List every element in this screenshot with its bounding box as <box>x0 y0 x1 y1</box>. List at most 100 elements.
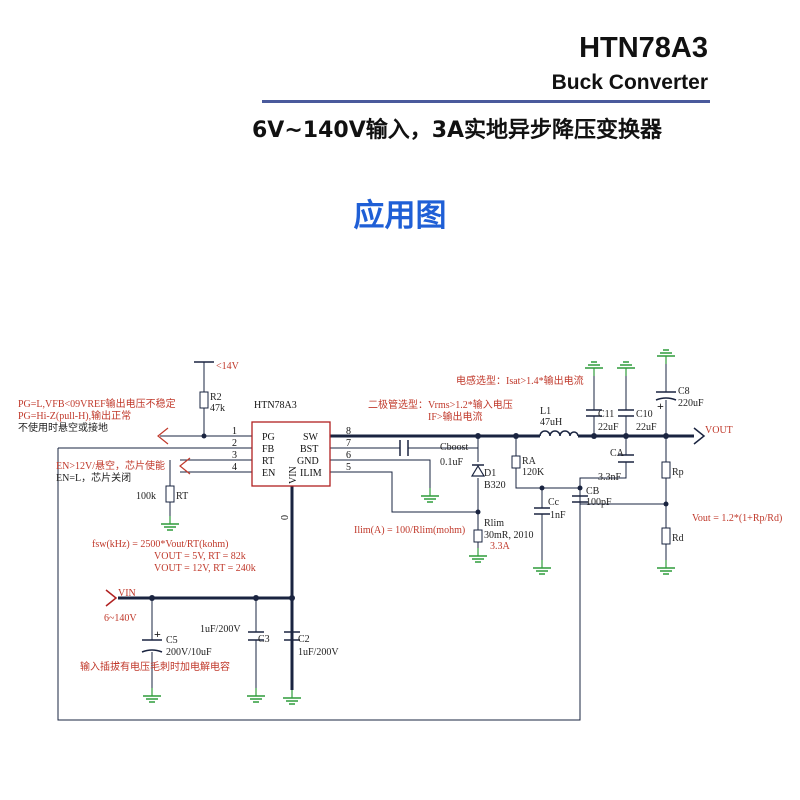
ca-name: CA <box>610 448 625 459</box>
pin-num-4: 4 <box>232 462 237 473</box>
ground-icon <box>142 687 162 703</box>
ground-icon <box>160 515 180 531</box>
cc-value: 1nF <box>550 510 566 521</box>
pin-label-pg: PG <box>262 432 275 443</box>
rlim-value-1: 30mR, 2010 <box>484 530 533 541</box>
ground-icon <box>656 559 676 575</box>
cboost-name: Cboost <box>440 442 469 453</box>
rail-14v-label: <14V <box>216 361 240 372</box>
ground-icon <box>532 559 552 575</box>
pin-num-1: 1 <box>232 426 237 437</box>
ground-icon <box>282 689 302 705</box>
vout-label: VOUT <box>705 425 733 436</box>
junction-dots <box>149 433 669 601</box>
pin-num-7: 7 <box>346 438 351 449</box>
ra-value: 120K <box>522 467 545 478</box>
vin-port-range: 6~140V <box>104 613 137 624</box>
en-note-1: EN>12V/悬空，芯片使能 <box>56 459 165 472</box>
d1-name: D1 <box>484 468 496 479</box>
pin-num-2: 2 <box>232 438 237 449</box>
ca-value: 3.3nF <box>598 472 622 483</box>
cboost-value: 0.1uF <box>440 457 464 468</box>
en-arrow-icon <box>179 457 191 475</box>
c11-name: C11 <box>598 409 614 420</box>
wires-bus <box>118 434 694 690</box>
pin-label-rt: RT <box>262 456 274 467</box>
header-rule <box>262 100 710 103</box>
vout-arrow-icon <box>693 427 706 445</box>
ilim-formula: Ilim(A) = 100/Rlim(mohm) <box>354 525 465 536</box>
c5-name: C5 <box>166 635 178 646</box>
r2-value: 47k <box>210 403 225 414</box>
section-title: 应用图 <box>353 198 447 234</box>
cb-name: CB <box>586 486 600 497</box>
d1-value: B320 <box>484 480 506 491</box>
pin-label-bst: BST <box>300 444 318 455</box>
en-note-2: EN=L，芯片关闭 <box>56 471 131 484</box>
rt-resistor <box>165 485 175 503</box>
c11-value: 22uF <box>598 422 619 433</box>
l1-value: 47uH <box>540 417 562 428</box>
cc-name: Cc <box>548 497 560 508</box>
spec-line: 6V~140V输入，3A实地异步降压变换器 <box>252 118 663 143</box>
rt-name: RT <box>176 491 188 502</box>
pg-arrow-icon <box>157 427 169 445</box>
rt-value: 100k <box>136 491 156 502</box>
ic-name: HTN78A3 <box>254 400 297 411</box>
r2-name: R2 <box>210 392 222 403</box>
rlim-resistor <box>473 529 483 543</box>
ground-icon <box>420 487 440 503</box>
c10-value: 22uF <box>636 422 657 433</box>
r2-resistor <box>199 391 209 409</box>
fsw-note-2: VOUT = 5V, RT = 82k <box>154 551 246 562</box>
pg-note-2: PG=Hi-Z(pull-H),输出正常 <box>18 409 131 422</box>
pin-label-gnd: GND <box>297 456 319 467</box>
rd-name: Rd <box>672 533 684 544</box>
pin-label-vin: VIN <box>288 466 299 484</box>
rlim-name: Rlim <box>484 518 504 529</box>
ground-icon <box>246 687 266 703</box>
pin-num-vin: 0 <box>280 515 291 520</box>
cb-value: 100pF <box>586 497 612 508</box>
ra-name: RA <box>522 456 537 467</box>
d1-diode-icon <box>470 464 486 477</box>
c5-note: 输入插拔有电压毛刺时加电解电容 <box>80 660 230 673</box>
pin-num-3: 3 <box>232 450 237 461</box>
inductor-note: 电感选型：Isat>1.4*输出电流 <box>456 374 584 387</box>
pin-num-6: 6 <box>346 450 351 461</box>
diode-note-2: IF>输出电流 <box>428 410 483 423</box>
ground-icon <box>468 547 488 563</box>
ground-icon <box>584 361 604 377</box>
c2-value: 1uF/200V <box>298 647 339 658</box>
pg-note-1: PG=L,VFB<09VREF输出电压不稳定 <box>18 397 176 410</box>
rp-resistor <box>661 461 671 479</box>
c8-name: C8 <box>678 386 690 397</box>
c10-name: C10 <box>636 409 653 420</box>
c8-plus-icon: + <box>657 399 664 413</box>
rp-name: Rp <box>672 467 684 478</box>
c3-name: C3 <box>258 634 270 645</box>
pin-label-ilim: ILIM <box>300 468 322 479</box>
ra-resistor <box>511 455 521 469</box>
c2-name: C2 <box>298 634 310 645</box>
fsw-note-3: VOUT = 12V, RT = 240k <box>154 563 256 574</box>
l1-inductor-icon <box>539 430 579 437</box>
rd-resistor <box>661 527 671 545</box>
l1-name: L1 <box>540 406 551 417</box>
diode-note-1: 二极管选型：Vrms>1.2*输入电压 <box>368 398 513 411</box>
pin-num-8: 8 <box>346 426 351 437</box>
vout-formula: Vout = 1.2*(1+Rp/Rd) <box>692 513 782 524</box>
vin-port-name: VIN <box>118 588 136 599</box>
ic-left-pins: PG FB RT EN 1 2 3 4 <box>232 426 275 479</box>
pin-label-fb: FB <box>262 444 275 455</box>
ground-icon <box>656 349 676 365</box>
c5-value: 200V/10uF <box>166 647 212 658</box>
ic-right-pins: SW BST GND ILIM 8 7 6 5 <box>297 426 351 479</box>
pin-label-en: EN <box>262 468 275 479</box>
ground-icon <box>616 361 636 377</box>
pg-note-3: 不使用时悬空或接地 <box>18 421 108 434</box>
vin-arrow-icon <box>105 589 118 607</box>
pin-num-5: 5 <box>346 462 351 473</box>
fsw-note-1: fsw(kHz) = 2500*Vout/RT(kohm) <box>92 539 229 550</box>
